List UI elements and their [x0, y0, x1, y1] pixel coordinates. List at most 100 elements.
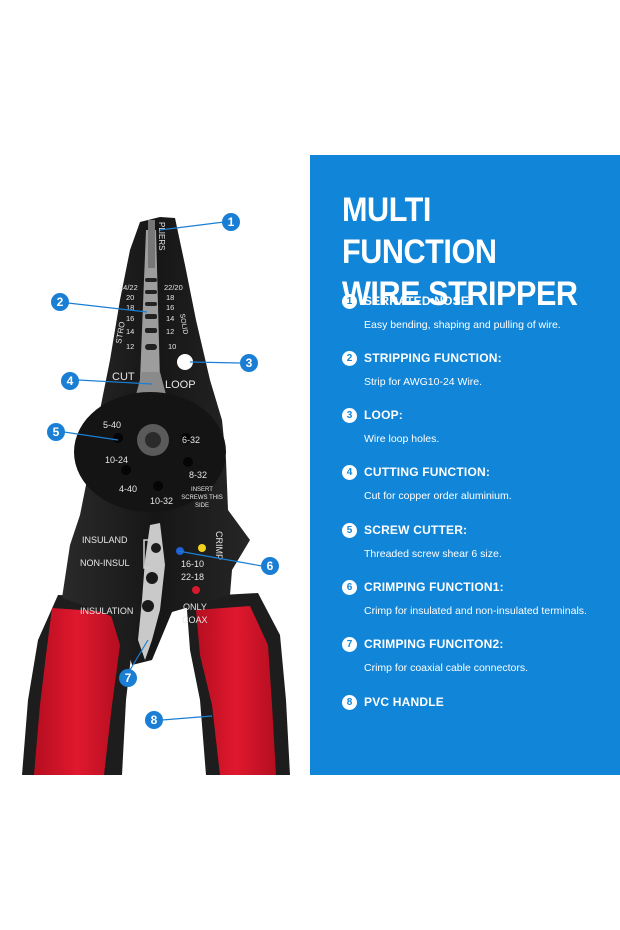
callout-3-num: 3	[246, 356, 253, 370]
crimp-notches	[138, 523, 165, 660]
callout-2-num: 2	[57, 295, 64, 309]
callout-4-num: 4	[67, 374, 74, 388]
feature-6-title: CRIMPING FUNCTION1:	[364, 580, 504, 594]
panel-title: MULTI FUNCTION WIRE STRIPPER	[342, 189, 585, 315]
feature-2-title: STRIPPING FUNCTION:	[364, 351, 502, 365]
screw-hole-10-32	[153, 481, 163, 491]
insulation-label: INSULATION	[80, 606, 133, 616]
callout-8	[145, 711, 163, 729]
crimp-bracket	[143, 539, 150, 569]
insert-line-3: SIDE	[195, 503, 209, 509]
screw-label-4-40: 4-40	[119, 484, 137, 494]
callout-6-num: 6	[267, 559, 274, 573]
feature-8-badge: 8	[342, 694, 357, 710]
awg-left-4: 14	[126, 327, 134, 336]
feature-3-desc: Wire loop holes.	[364, 433, 440, 445]
awg-right-1: 18	[166, 293, 174, 302]
serrated-nose	[148, 220, 155, 268]
feature-4-title: CUTTING FUNCTION:	[364, 465, 491, 479]
feature-7-title: CRIMPING FUNCITON2:	[364, 637, 504, 651]
size-22-18: 22-18	[181, 572, 204, 582]
feature-8-title: PVC HANDLE	[364, 695, 445, 709]
feature-5: 5 SCREW CUTTER: Threaded screw shear 6 si…	[342, 521, 612, 560]
left-handle-red	[34, 608, 120, 775]
insert-line-2: SCREWS THIS	[181, 495, 223, 501]
right-handle-red	[196, 606, 276, 775]
callout-3	[240, 354, 258, 372]
wire-stripper-illustration: PLIERS 24/22 20 18 16 14 12 22/20 18 16 …	[22, 213, 290, 775]
feature-3-badge: 3	[342, 407, 357, 423]
awg-right-3: 14	[166, 314, 174, 323]
screw-label-10-24: 10-24	[105, 455, 128, 465]
pliers-label: PLIERS	[157, 222, 166, 250]
callout-6	[261, 557, 279, 575]
crimp-label: CRIMP	[214, 531, 224, 560]
awg-left-5: 12	[126, 342, 134, 351]
screw-hole-8-32	[183, 457, 193, 467]
feature-7-badge: 7	[342, 636, 357, 652]
feature-3-title: LOOP:	[364, 408, 403, 422]
callout-7-num: 7	[125, 671, 132, 685]
callout-1-num: 1	[228, 215, 235, 229]
awg-right-2: 16	[166, 303, 174, 312]
callout-4	[61, 372, 79, 390]
feature-1-title: SERRATED NOSE:	[364, 294, 474, 308]
feature-2-desc: Strip for AWG10-24 Wire.	[364, 376, 483, 388]
awg-left-0: 24/22	[119, 283, 138, 292]
callout-7	[119, 669, 137, 687]
screw-hole-6-32	[181, 433, 191, 443]
feature-1-badge: 1	[342, 293, 357, 309]
awg-left-3: 16	[126, 314, 134, 323]
loop-hole	[177, 354, 193, 370]
insuland-label: INSULAND	[82, 535, 128, 545]
feature-8: 8 PVC HANDLE	[342, 693, 612, 711]
only-label: ONLY	[183, 602, 207, 612]
title-line-2: WIRE STRIPPER	[342, 275, 578, 313]
awg-left-1: 20	[126, 293, 134, 302]
screw-hole-4-40	[121, 465, 131, 475]
feature-panel: MULTI FUNCTION WIRE STRIPPER 1 SERRATED N…	[310, 155, 620, 775]
screw-label-5-40: 5-40	[103, 420, 121, 430]
feature-7-desc: Crimp for coaxial cable connectors.	[364, 662, 528, 674]
callout-2	[51, 293, 69, 311]
feature-1-desc: Easy bending, shaping and pulling of wir…	[364, 319, 561, 331]
feature-6-desc: Crimp for insulated and non-insulated te…	[364, 605, 587, 617]
cut-label: CUT	[112, 371, 135, 383]
insert-line-1: INSERT	[191, 487, 213, 493]
feature-4-badge: 4	[342, 464, 357, 480]
callout-8-num: 8	[151, 713, 158, 727]
title-line-1: MULTI FUNCTION	[342, 191, 497, 271]
crimp-dot-red	[192, 586, 200, 594]
feature-4-desc: Cut for copper order aluminium.	[364, 490, 512, 502]
feature-6-badge: 6	[342, 579, 357, 595]
feature-2: 2 STRIPPING FUNCTION: Strip for AWG10-24 …	[342, 349, 612, 388]
screw-label-8-32: 8-32	[189, 470, 207, 480]
feature-5-badge: 5	[342, 522, 357, 538]
callout-5-num: 5	[53, 425, 60, 439]
feature-5-desc: Threaded screw shear 6 size.	[364, 548, 502, 560]
stro-label: STRO	[114, 321, 127, 344]
feature-6: 6 CRIMPING FUNCTION1: Crimp for insulated…	[342, 578, 612, 617]
awg-left-2: 18	[126, 303, 134, 312]
loop-label: LOOP	[165, 379, 196, 391]
awg-right-4: 12	[166, 327, 174, 336]
callout-5	[47, 423, 65, 441]
screw-label-6-32: 6-32	[182, 435, 200, 445]
screw-hole-5-40	[113, 433, 123, 443]
size-16-10: 16-10	[181, 559, 204, 569]
feature-1: 1 SERRATED NOSE: Easy bending, shaping an…	[342, 292, 612, 331]
feature-7: 7 CRIMPING FUNCITON2: Crimp for coaxial c…	[342, 635, 612, 674]
crimp-dot-yellow	[198, 544, 206, 552]
feature-5-title: SCREW CUTTER:	[364, 523, 468, 537]
awg-right-5: 10	[168, 342, 176, 351]
non-insul-label: NON-INSUL	[80, 558, 130, 568]
callout-lines	[63, 221, 263, 721]
solid-label: SOLID	[178, 313, 189, 335]
awg-right-0: 22/20	[164, 283, 183, 292]
screw-label-10-32: 10-32	[150, 496, 173, 506]
stripping-notches	[145, 278, 157, 350]
feature-2-badge: 2	[342, 350, 357, 366]
feature-4: 4 CUTTING FUNCTION: Cut for copper order …	[342, 463, 612, 502]
coax-label: COAX	[182, 615, 208, 625]
feature-3: 3 LOOP: Wire loop holes.	[342, 406, 612, 445]
